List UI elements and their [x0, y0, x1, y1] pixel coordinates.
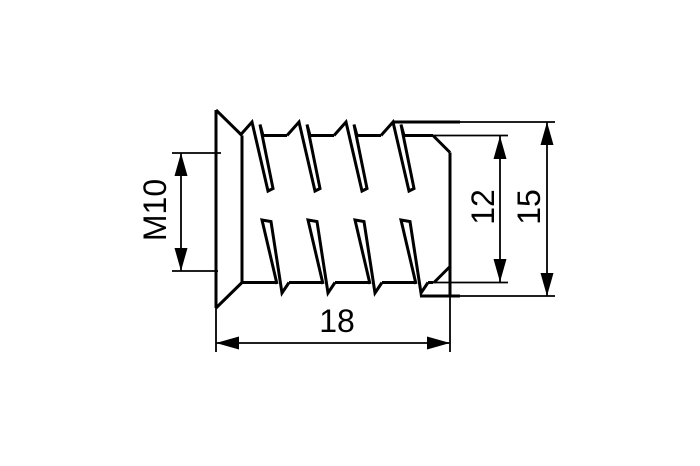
chamfer-bottom-line [432, 265, 452, 284]
flange-cone-top-line [214, 108, 244, 137]
arrowhead-down [493, 259, 507, 282]
arrowhead-down [540, 273, 554, 296]
thread-tooth [399, 218, 430, 298]
dimension-core-diameter: 12 [433, 134, 508, 284]
dimension-thread-size: M10 [137, 152, 221, 272]
arrowhead-left [216, 336, 239, 350]
chamfer-top-line [431, 134, 452, 154]
arrowhead-up [174, 153, 188, 176]
flange-cone-bottom-line [214, 281, 244, 310]
thread-tooth [353, 218, 384, 298]
arrowhead-right [427, 336, 450, 350]
body-right-end [431, 134, 452, 296]
dim-label-m10: M10 [137, 179, 173, 241]
thread-tooth [238, 118, 275, 194]
flange [214, 108, 244, 310]
dim-label-15: 15 [511, 189, 547, 225]
thread-tooth [379, 118, 416, 194]
arrowhead-down [174, 248, 188, 271]
dimension-outer-diameter: 15 [460, 121, 555, 297]
arrowhead-up [493, 136, 507, 159]
dimension-length: 18 [215, 296, 451, 352]
insert-outline [214, 108, 460, 310]
thread-tooth [306, 218, 337, 298]
thread-teeth-top [238, 118, 416, 194]
thread-teeth-bottom [260, 218, 430, 298]
thread-tooth [332, 118, 369, 194]
arrowhead-up [540, 122, 554, 145]
dim-label-12: 12 [465, 189, 501, 225]
dim-label-18: 18 [319, 303, 355, 339]
thread-tooth [260, 218, 291, 298]
thread-tooth [285, 118, 322, 194]
